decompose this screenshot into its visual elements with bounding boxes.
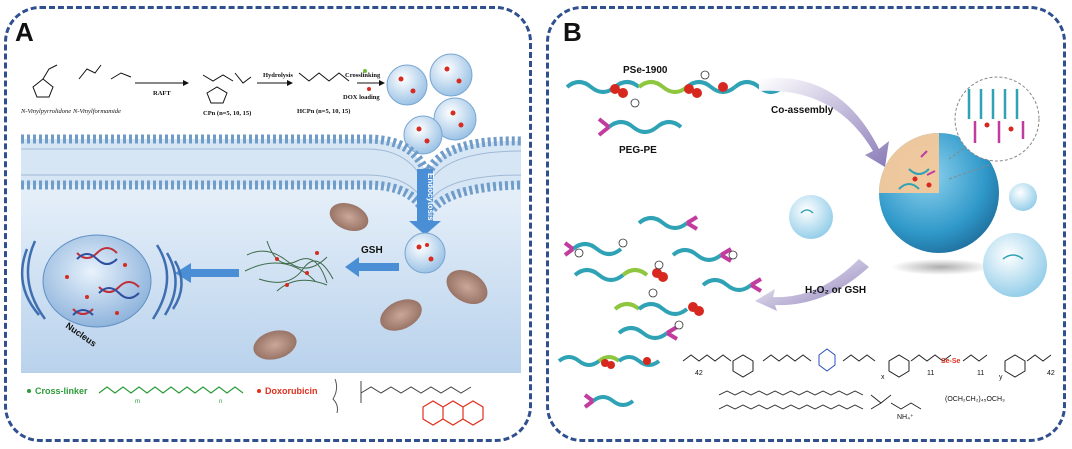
coassembly-arrow [759, 77, 889, 167]
reaction-scheme: N-Vinylpyrrolidone N-Vinylformamide RAFT… [20, 64, 385, 117]
hydrolysis-label: Hydrolysis [263, 72, 293, 79]
endoplasmic-reticulum [20, 240, 183, 320]
chem-x: x [881, 374, 885, 381]
dox-loading-label: DOX loading [343, 94, 380, 101]
h2o2-label: H₂O₂ or GSH [805, 285, 866, 296]
endocytosis-label: Endocytosis [426, 173, 435, 221]
dna-helix [72, 247, 140, 316]
endocytosis-arrow: Endocytosis [409, 169, 441, 235]
legend-crosslinker: Cross-linker [35, 386, 88, 396]
panel-a-illustration: N-Vinylpyrrolidone N-Vinylformamide RAFT… [20, 53, 522, 426]
legend-row: Cross-linker m n Doxorubicin [27, 378, 484, 426]
small-micelle-right [1009, 183, 1037, 211]
stimuli-arrow [755, 259, 869, 311]
legend-m: m [135, 399, 140, 405]
raft-label: RAFT [153, 90, 171, 97]
crosslinking-label: Crosslinking [345, 72, 381, 79]
degraded-polymer [244, 240, 334, 292]
chem-11b: 11 [977, 370, 984, 377]
panel-a-label: A [15, 17, 34, 47]
hcpn-label: HCPn (n=5, 10, 15) [297, 108, 350, 115]
panel-b-illustration: PSe-1900 PEG-PE Co-assembly [557, 65, 1055, 421]
chem-nh4: NH₄⁺ [897, 414, 914, 421]
chem-11a: 11 [927, 370, 934, 377]
chem-sese: Se-Se [941, 358, 961, 365]
pegpe-label: PEG-PE [619, 145, 657, 156]
cpn-label: CPn (n=5, 10, 15) [203, 110, 251, 117]
release-arrow [175, 263, 239, 283]
legend-n: n [219, 399, 222, 405]
gsh-arrow: GSH [345, 245, 399, 277]
monomer2-label: N-Vinylformamide [72, 108, 121, 115]
panel-b-label: B [563, 17, 582, 47]
small-micelle-bottom [983, 233, 1047, 297]
pse-label: PSe-1900 [623, 65, 668, 76]
pse-polymer: PSe-1900 [565, 65, 785, 108]
small-micelle-left [789, 195, 833, 239]
coassembly-label: Co-assembly [771, 105, 834, 116]
internalized-nanogel [404, 232, 446, 274]
zoom-inset [948, 76, 1040, 180]
pegpe-polymer: PEG-PE [597, 117, 683, 156]
disassembled-chains [563, 215, 763, 341]
chem-y: y [999, 374, 1003, 381]
panel-b: B [546, 6, 1066, 442]
chem-42b: 42 [1047, 370, 1055, 377]
panel-a: A [4, 6, 532, 442]
nucleus [42, 234, 152, 328]
mitochondria [253, 202, 488, 360]
chem-peg: (OCH₂CH₂)₄₅OCH₃ [945, 396, 1005, 403]
gsh-label: GSH [361, 245, 383, 256]
micelle-shadow [891, 259, 991, 275]
chemical-structures: 42 x 11 Se-Se 11 y 42 NH₄⁺ (OCH₂CH₂)₄₅OC… [557, 348, 1055, 421]
nanogel-cluster [386, 53, 477, 155]
large-micelle [879, 133, 999, 253]
monomer1-label: N-Vinylpyrrolidone [20, 108, 71, 115]
chem-42a: 42 [695, 370, 703, 377]
legend-doxorubicin: Doxorubicin [265, 386, 318, 396]
